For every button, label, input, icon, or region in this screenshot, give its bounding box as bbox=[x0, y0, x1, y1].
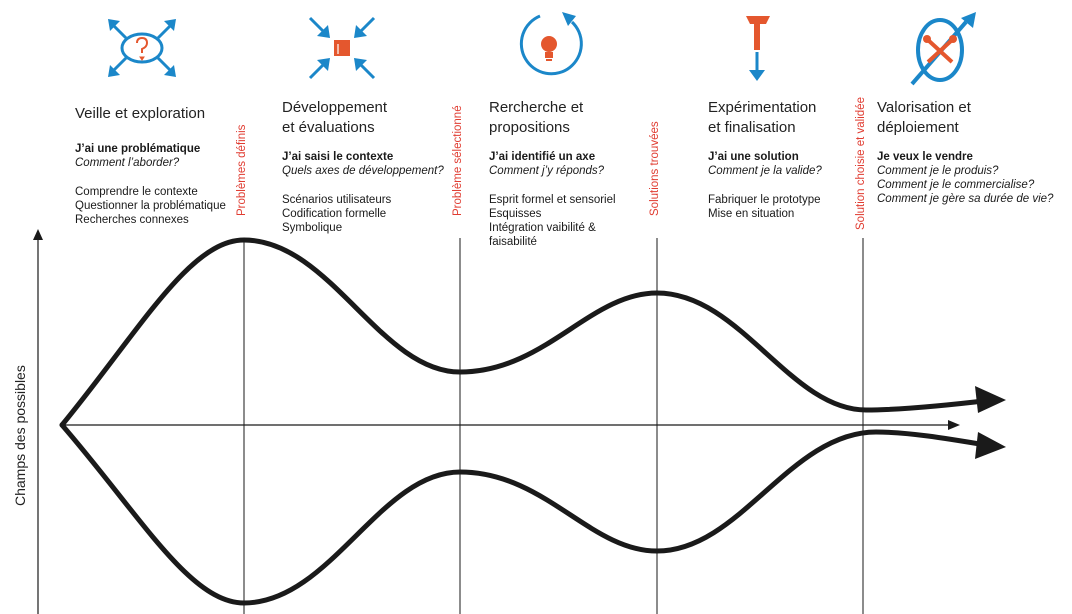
phase-question: J’ai saisi le contexte Quels axes de dév… bbox=[282, 150, 462, 178]
phase-question-bold: J’ai une solution bbox=[708, 151, 799, 163]
phase-column: Expérimentation et finalisation J’ai une… bbox=[708, 98, 858, 221]
phase-question-italic: Quels axes de développement? bbox=[282, 165, 444, 177]
phase-question-bold: Je veux le vendre bbox=[877, 151, 973, 163]
lower-curve-arrowhead bbox=[975, 432, 1006, 459]
phase-tasks: Esprit formel et sensoriel Esquisses Int… bbox=[489, 194, 616, 248]
possibilities-lower-curve bbox=[59, 422, 995, 606]
y-axis-arrowhead bbox=[33, 229, 43, 240]
phase-column: Développement et évaluations J’ai saisi … bbox=[282, 98, 462, 235]
phase-question: J’ai une problématique Comment l’aborder… bbox=[75, 142, 255, 170]
hammer-down-arrow-icon bbox=[746, 16, 770, 81]
phase-column: Valorisation et déploiement Je veux le v… bbox=[877, 98, 1069, 206]
phase-column: Veille et exploration J’ai une problémat… bbox=[75, 104, 255, 227]
upper-curve-arrowhead bbox=[975, 386, 1006, 413]
phase-question-italic: Comment je la valide? bbox=[708, 165, 822, 177]
phase-question: J’ai identifié un axe Comment j’y répond… bbox=[489, 150, 659, 178]
phase-title: Veille et exploration bbox=[75, 105, 206, 122]
phase-question-italic: Comment l’aborder? bbox=[75, 157, 180, 169]
phase-question-bold: J’ai identifié un axe bbox=[489, 151, 596, 163]
phase-title: Valorisation et déploiement bbox=[877, 99, 971, 136]
tools-launch-arrow-icon bbox=[910, 12, 976, 86]
phase-question-bold: J’ai une problématique bbox=[75, 143, 201, 155]
phase-title: Rercherche et propositions bbox=[489, 99, 584, 136]
converge-arrows-book-icon bbox=[308, 16, 376, 80]
possibilities-upper-curve bbox=[59, 237, 995, 428]
lightbulb-cycle-icon bbox=[519, 12, 583, 76]
phase-tasks: Comprendre le contexte Questionner la pr… bbox=[75, 186, 226, 226]
phase-title: Développement et évaluations bbox=[282, 99, 388, 136]
phase-tasks: Fabriquer le prototype Mise en situation bbox=[708, 194, 821, 220]
phase-question: J’ai une solution Comment je la valide? bbox=[708, 150, 858, 178]
phase-question-italic: Comment j’y réponds? bbox=[489, 165, 605, 177]
phase-question: Je veux le vendre Comment je le produis?… bbox=[877, 150, 1069, 206]
phase-column: Rercherche et propositions J’ai identifi… bbox=[489, 98, 659, 249]
phase-question-bold: J’ai saisi le contexte bbox=[282, 151, 394, 163]
phase-tasks: Scénarios utilisateurs Codification form… bbox=[282, 194, 392, 234]
expand-arrows-question-icon bbox=[108, 19, 176, 77]
phase-title: Expérimentation et finalisation bbox=[708, 99, 817, 136]
x-axis-arrowhead bbox=[948, 420, 960, 430]
phase-question-italic: Comment je le produis? Comment je le com… bbox=[877, 165, 1054, 205]
y-axis-label: Champs des possibles bbox=[12, 365, 28, 506]
